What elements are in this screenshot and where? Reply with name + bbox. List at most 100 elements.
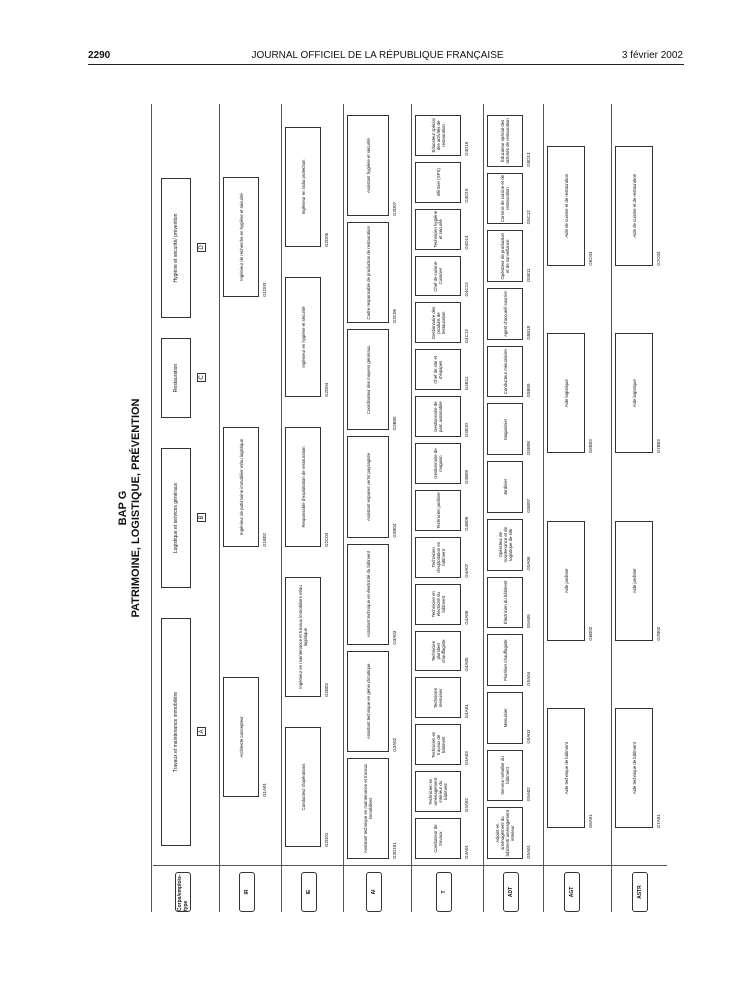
- job-code: G5C12: [526, 210, 531, 225]
- job-box: Magasinier: [487, 403, 523, 456]
- job-box: Technicien hygiène et sécurité: [415, 208, 461, 250]
- job-box: Cadre responsable de production de resta…: [347, 222, 389, 324]
- job-code: G4B11: [464, 376, 469, 391]
- row-divider: [219, 104, 220, 912]
- job-box: Gestionnaire de magasin: [415, 443, 461, 484]
- job-box: Plombier chauffagiste: [487, 634, 523, 686]
- job-box: Technicien jardinier: [415, 490, 461, 531]
- job-code: G1D03: [262, 282, 267, 297]
- job-box: Ingénieur en radio protection: [285, 127, 321, 247]
- job-code: G5B09: [526, 383, 531, 398]
- job-box: Assistant technique en électricité du bâ…: [347, 543, 389, 645]
- job-box: Commis de cuisine et de restauration: [487, 172, 523, 225]
- job-box: Technicien d'exploitation en bâtiment: [415, 536, 461, 578]
- job-code: G4A02: [464, 798, 469, 813]
- job-code: G5A03: [526, 729, 531, 744]
- job-code: G4C13: [464, 282, 469, 297]
- job-code: G5A01: [526, 844, 531, 859]
- column-letter: C: [197, 373, 206, 382]
- job-box: Gestionnaire des produits de restauratio…: [415, 302, 461, 344]
- job-code: G5A04: [526, 671, 531, 686]
- row-label: Corps/emplois-type: [175, 872, 191, 912]
- job-box: Aide logistique: [615, 333, 653, 454]
- job-code: G3D101: [392, 842, 397, 859]
- job-code: G4C12: [464, 329, 469, 344]
- row-label: AI: [366, 872, 382, 912]
- job-code: G4B10: [464, 423, 469, 438]
- job-code: G5A02: [526, 787, 531, 802]
- job-box: Technicien en travaux de bâtiment: [415, 724, 461, 766]
- job-code: G6A01: [588, 814, 593, 829]
- job-code: G3B04: [392, 523, 397, 538]
- row-label: IR: [239, 872, 255, 912]
- job-box: Conducteur mécanicien: [487, 345, 523, 398]
- job-box: Opérateur de maintenance et de logistiqu…: [487, 518, 523, 571]
- job-code: G5D13: [526, 152, 531, 167]
- job-code: G3D07: [392, 201, 397, 217]
- journal-title: JOURNAL OFFICIEL DE LA RÉPUBLIQUE FRANÇA…: [251, 50, 504, 61]
- job-box: Technicien menuisier: [415, 677, 461, 719]
- job-code: G5A06: [526, 556, 531, 571]
- job-code: G4D15: [464, 188, 469, 203]
- job-code: G4A06: [464, 610, 469, 625]
- job-code: G3A03: [392, 630, 397, 645]
- row-label: T: [436, 872, 452, 912]
- job-box: Serveur métallier du bâtiment: [487, 749, 523, 802]
- job-code: G5A05: [526, 614, 531, 629]
- job-code: G5B11: [526, 268, 531, 283]
- row-divider: [611, 104, 612, 912]
- row-divider: [281, 104, 282, 912]
- job-box: Technicien plombier chauffagiste: [415, 630, 461, 672]
- job-code: G4A01: [464, 844, 469, 859]
- job-code: G7B03: [656, 439, 661, 454]
- job-box: Chef de cuisine-Cuisinier: [415, 255, 461, 297]
- job-box: Aide jardinier: [615, 520, 653, 641]
- job-box: Conducteur d'opérations: [285, 727, 321, 847]
- job-code: G4B09: [464, 469, 469, 484]
- job-code: G2B02: [324, 682, 329, 697]
- job-box: Adjoint en aménagement du bâtiment/ amén…: [487, 807, 523, 859]
- job-code: G2D05: [324, 232, 329, 247]
- row-divider: [543, 104, 544, 912]
- job-code: G4A04: [464, 704, 469, 719]
- column-header: Restauration: [161, 338, 191, 418]
- job-box: Opérateur de production et de surveillan…: [487, 230, 523, 283]
- job-code: G5B07: [526, 498, 531, 513]
- job-box: Responsable d'exploitation de restaurati…: [285, 427, 321, 547]
- job-code: G4D14: [464, 235, 469, 250]
- row-divider: [151, 104, 152, 912]
- job-box: Agent d'accueil/ courrier: [487, 288, 523, 340]
- row-label: IE: [301, 872, 317, 912]
- job-box: Aide de cuisine et de restauration: [615, 145, 653, 266]
- job-box: Coordinateur des moyens généraux: [347, 329, 389, 431]
- job-code: G4D16: [464, 141, 469, 156]
- job-box: Électricien du bâtiment: [487, 576, 523, 629]
- job-box: Assistant technique en génie climatique: [347, 650, 389, 752]
- job-code: G5B10: [526, 325, 531, 340]
- job-code: G7B02: [656, 626, 661, 641]
- job-code: G4B08: [464, 516, 469, 531]
- header-rule: [88, 64, 684, 65]
- job-code: G3B05: [392, 416, 397, 431]
- rotated-table: BAP G PATRIMOINE, LOGISTIQUE, PRÉVENTION…: [113, 98, 693, 918]
- job-code: G7C04: [656, 251, 661, 266]
- job-code: G1B02: [262, 532, 267, 547]
- job-box: Gestionnaire de parc automobile: [415, 396, 461, 438]
- job-box: Educateur spécial des activités de resta…: [415, 115, 461, 156]
- job-box: Conducteur de travaux: [415, 818, 461, 859]
- job-box: Assistant hygiène et sécurité: [347, 115, 389, 217]
- job-code: G6B02: [588, 626, 593, 641]
- job-box: Aide logistique: [547, 333, 585, 454]
- job-box: Ingénieur de recherche en hygiène et séc…: [223, 177, 259, 297]
- job-code: G6C04: [588, 251, 593, 266]
- row-divider: [343, 104, 344, 912]
- column-header: Hygiène et sécurité/ prévention: [161, 178, 191, 318]
- job-code: G4A05: [464, 657, 469, 672]
- job-code: G2C03: [324, 532, 329, 547]
- bap-title: BAP G: [117, 490, 129, 526]
- job-box: Aide jardinier: [547, 520, 585, 641]
- job-box: Jardinier: [487, 461, 523, 513]
- job-box: Infirmier (SPS): [415, 161, 461, 203]
- job-code: G4A03: [464, 751, 469, 766]
- frame-line: [153, 865, 667, 866]
